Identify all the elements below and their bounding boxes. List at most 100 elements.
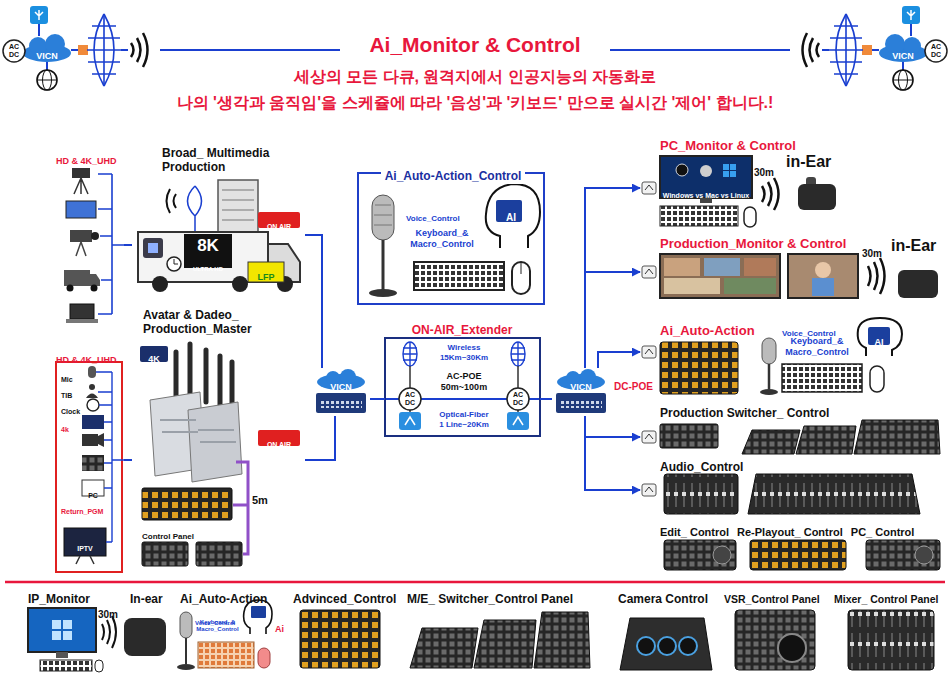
separator-line bbox=[5, 581, 945, 584]
network-corner-icon bbox=[160, 49, 340, 51]
input-rack-icons bbox=[87, 399, 99, 411]
bottom-devices bbox=[198, 642, 254, 668]
bottom-devices bbox=[251, 606, 266, 618]
node-text: TIB bbox=[61, 392, 72, 400]
node-text: AI bbox=[506, 212, 516, 224]
port-icon bbox=[642, 484, 656, 496]
node-text: Mic bbox=[61, 376, 73, 384]
node-heading-slot: Avatar & Dadeo_ Production_Master bbox=[143, 308, 268, 336]
pc-monitor-devices bbox=[700, 165, 712, 177]
bottom-devices bbox=[52, 620, 72, 640]
node-heading: Edit_ Control bbox=[660, 526, 729, 539]
network-corner-icon bbox=[3, 6, 340, 90]
ai-action-devices bbox=[760, 389, 778, 395]
on-air-sign-slot: ON AIR bbox=[267, 215, 291, 233]
vicn-switch-icon bbox=[320, 400, 362, 408]
bottom-devices bbox=[177, 664, 195, 670]
camera-source-icons bbox=[70, 304, 94, 319]
on-air-sign-slot: ON AIR bbox=[267, 433, 291, 451]
node-text: Keyboard_& Macro_Control bbox=[406, 228, 478, 250]
bottom-devices bbox=[102, 616, 116, 648]
input-rack-icons bbox=[82, 455, 104, 471]
audio-devices bbox=[664, 474, 738, 514]
node-text: Clock bbox=[61, 408, 80, 416]
device-caption-slot: Camera Control bbox=[618, 589, 708, 607]
port-icon bbox=[645, 487, 653, 492]
input-rack-icons bbox=[88, 366, 96, 378]
resolution-badge: ULTRA HD bbox=[193, 266, 223, 273]
connector bbox=[370, 398, 385, 400]
broadcast-truck bbox=[143, 238, 163, 258]
audio-group: Audio_Control bbox=[640, 456, 925, 516]
battery-label: LFP bbox=[258, 272, 275, 282]
ai-control-icons bbox=[512, 262, 530, 294]
network-corner-icon bbox=[35, 10, 43, 20]
network-corner-icon bbox=[3, 40, 25, 62]
production-monitor-devices bbox=[744, 258, 776, 276]
on-air-sign: ON AIR bbox=[267, 223, 291, 231]
node-heading-slot: Broad_ Multimedia Production bbox=[162, 146, 302, 174]
node-heading: Ai_Auto-Action_Control bbox=[381, 170, 526, 184]
connector bbox=[305, 416, 335, 460]
acdc-mark: AC DC bbox=[928, 43, 944, 59]
bottom-devices bbox=[735, 610, 815, 670]
node-text-slot: in-Ear bbox=[786, 153, 831, 171]
node-heading: PC_Monitor & Control bbox=[660, 139, 796, 154]
input-rack-icons bbox=[82, 434, 98, 446]
extender-equipment bbox=[399, 412, 421, 430]
edit-devices bbox=[750, 540, 846, 570]
network-corner-icon bbox=[46, 62, 48, 70]
node-text-slot: Windows vs Mac vs Linux bbox=[663, 184, 749, 202]
input-rack-icons bbox=[86, 394, 98, 399]
node-text-slot: 30m bbox=[862, 243, 882, 261]
ai-action-devices bbox=[768, 364, 771, 389]
device-caption-slot: VSR_Control Panel bbox=[724, 589, 820, 607]
extender-equipment bbox=[385, 338, 540, 436]
broadcast-truck bbox=[188, 186, 202, 232]
bottom-devices bbox=[620, 618, 712, 670]
acdc-mark-slot: AC DC bbox=[928, 43, 944, 59]
edit-devices bbox=[866, 540, 940, 570]
bottom-devices bbox=[778, 634, 806, 662]
audio-devices bbox=[748, 474, 920, 514]
broadcast-truck-group: Broad_ Multimedia Production bbox=[132, 143, 305, 295]
acdc-mark: AC DC bbox=[402, 391, 418, 407]
extender-equipment bbox=[410, 366, 518, 412]
subtitle-slot: 세상의 모든 다큐, 원격지에서 인공지능의 자동화로 bbox=[294, 68, 657, 86]
connector bbox=[124, 459, 132, 461]
node-text-slot: in-Ear bbox=[891, 237, 936, 255]
node-heading: Ai_Auto-Action bbox=[660, 324, 755, 339]
production-monitor-devices bbox=[815, 262, 831, 278]
camera-source-icons bbox=[66, 319, 98, 323]
node-heading: Production Switcher_ Control bbox=[660, 407, 829, 421]
node-text: Voice_Control bbox=[406, 214, 460, 223]
broadcast-truck bbox=[167, 257, 181, 271]
device-caption: Advinced_Control bbox=[293, 593, 396, 607]
pc-monitor-devices bbox=[798, 184, 836, 210]
node-heading-slot: Edit_ Control bbox=[660, 522, 729, 540]
ai-control-icons bbox=[382, 240, 385, 290]
node-heading-slot: HD & 4K_UHD bbox=[56, 150, 117, 168]
production-master-devices bbox=[140, 344, 300, 566]
production-monitor-devices bbox=[812, 278, 834, 296]
node-text: Windows vs Mac vs Linux bbox=[663, 192, 749, 200]
device-caption: Control Panel bbox=[142, 532, 194, 541]
node-heading-slot: VICN bbox=[330, 376, 352, 394]
ai-action-devices bbox=[660, 318, 902, 395]
input-rack-icons bbox=[64, 528, 106, 556]
subtitle-slot: 나의 '생각과 움직임'을 스케쥴에 따라 '음성'과 '키보드' 만으로 실시… bbox=[177, 94, 774, 112]
production-master-devices bbox=[142, 488, 232, 520]
camera-source-icons bbox=[70, 230, 92, 242]
bottom-devices bbox=[28, 600, 934, 672]
node-text: in-Ear bbox=[891, 237, 936, 255]
device-caption: Ai_Auto-Action bbox=[180, 593, 267, 607]
node-heading-slot: Production_Monitor & Control bbox=[660, 234, 846, 252]
production-master-devices bbox=[142, 542, 188, 566]
camera-source-icons bbox=[91, 232, 99, 240]
network-corner-icon bbox=[87, 14, 121, 86]
broadcast-truck bbox=[184, 234, 232, 268]
production-monitor-devices bbox=[664, 278, 720, 294]
switcher-devices bbox=[796, 426, 856, 454]
node-text: 30m bbox=[754, 167, 774, 179]
bottom-devices bbox=[124, 618, 166, 656]
